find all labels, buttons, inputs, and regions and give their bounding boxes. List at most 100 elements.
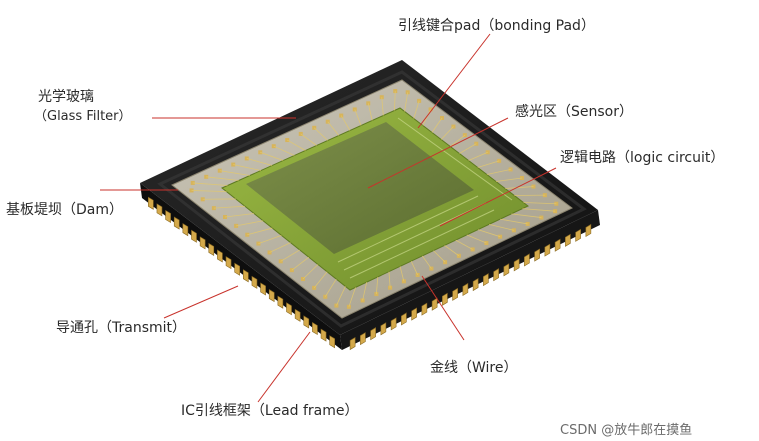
lead-pin	[182, 223, 189, 237]
bond-wire	[477, 160, 500, 168]
label-sensor: 感光区（Sensor）	[515, 104, 633, 120]
lead-pin	[360, 332, 366, 346]
bond-wire	[505, 186, 534, 189]
watermark: CSDN @放牛郎在摸鱼	[560, 423, 693, 438]
bond-wire	[459, 143, 477, 154]
leader-transmit	[163, 285, 239, 319]
bond-wire	[280, 249, 300, 262]
bond-wire	[324, 278, 337, 297]
bond-wire	[444, 245, 460, 257]
bond-wire	[495, 177, 523, 182]
bond-wire	[362, 282, 368, 301]
lead-pin	[303, 315, 310, 329]
lead-pin	[191, 229, 197, 243]
bond-wire	[206, 176, 239, 181]
bond-wire	[273, 145, 295, 156]
leader-lines	[100, 33, 557, 403]
lead-pin	[173, 216, 180, 230]
lead-pin	[199, 236, 206, 250]
bond-wire	[260, 151, 284, 161]
bond-wire	[431, 117, 443, 133]
lead-pin	[411, 307, 417, 321]
lead-pin	[156, 203, 163, 217]
bond-wire	[367, 103, 373, 121]
bond-wire	[421, 255, 432, 269]
bond-wire	[258, 234, 282, 244]
leader-lead-frame	[257, 331, 311, 403]
lead-pin	[380, 322, 387, 336]
label-bonding-pad: 引线键合pad（bonding Pad）	[398, 18, 595, 34]
bond-wire	[354, 109, 362, 126]
sensor-pixel-array	[246, 122, 474, 254]
label-glass-filter-en: （Glass Filter）	[34, 109, 132, 124]
bond-wire	[313, 127, 328, 141]
bond-wire	[466, 234, 487, 244]
bond-wire	[246, 158, 273, 166]
bond-wire	[394, 91, 396, 111]
label-logic-circuit: 逻辑电路（logic circuit）	[560, 150, 725, 166]
bond-wire	[213, 205, 245, 209]
lead-pin	[513, 258, 520, 272]
lead-pin	[148, 196, 154, 210]
bond-wire	[191, 190, 227, 193]
bond-wire	[192, 182, 228, 186]
bond-wire	[327, 121, 340, 136]
bond-wire	[455, 239, 473, 250]
bond-wire	[486, 169, 511, 175]
label-dam: 基板堤坝（Dam）	[6, 202, 123, 218]
bond-wire	[522, 208, 556, 212]
lead-pin	[421, 302, 428, 316]
lead-pin	[208, 242, 215, 256]
label-wire: 金线（Wire）	[430, 360, 518, 376]
lead-pin	[251, 275, 258, 289]
bond-wire	[313, 271, 328, 289]
bond-wire	[287, 139, 306, 151]
bond-wire	[336, 286, 346, 306]
lead-pin	[493, 268, 499, 282]
lead-frame-pins-right	[349, 223, 592, 351]
leader-bonding-pad	[417, 33, 491, 129]
bond-wire	[413, 100, 420, 119]
leader-logic	[439, 167, 557, 227]
lead-pin	[320, 328, 327, 342]
lead-pin	[442, 292, 448, 306]
bond-wire	[511, 213, 542, 218]
lead-pin	[452, 287, 458, 301]
bond-wire	[410, 260, 418, 276]
lead-pin	[534, 248, 540, 262]
bond-wire	[523, 202, 557, 205]
bond-wire	[219, 170, 250, 176]
bond-wire	[302, 264, 319, 280]
bond-wire	[381, 97, 384, 116]
lead-pin	[544, 243, 551, 257]
bond-wire	[500, 218, 528, 225]
bond-wire	[233, 164, 262, 171]
label-lead-frame: IC引线框架（Lead frame）	[181, 403, 359, 419]
lead-pin	[390, 317, 397, 331]
lead-pin	[294, 308, 301, 322]
lead-pin	[234, 262, 240, 276]
lead-pin	[286, 302, 292, 316]
lead-pin	[554, 238, 561, 252]
lead-pin	[575, 228, 581, 242]
bond-wire	[340, 115, 351, 131]
lead-pin	[243, 269, 249, 283]
bond-wire	[224, 213, 255, 218]
lead-pin	[585, 223, 592, 237]
lead-pin	[401, 312, 407, 326]
bond-pad	[456, 253, 461, 258]
lead-frame-pins-left	[148, 196, 335, 349]
lead-pin	[524, 253, 530, 267]
bond-wire	[422, 109, 431, 126]
bond-wire	[477, 229, 501, 238]
dam-ring	[157, 70, 587, 328]
bond-wire	[300, 133, 317, 146]
bond-wire	[404, 92, 409, 112]
bond-wire	[236, 220, 264, 227]
bond-wire	[433, 250, 446, 263]
bond-wire	[450, 134, 466, 147]
bond-wire	[388, 271, 391, 288]
bond-wire	[399, 266, 405, 282]
